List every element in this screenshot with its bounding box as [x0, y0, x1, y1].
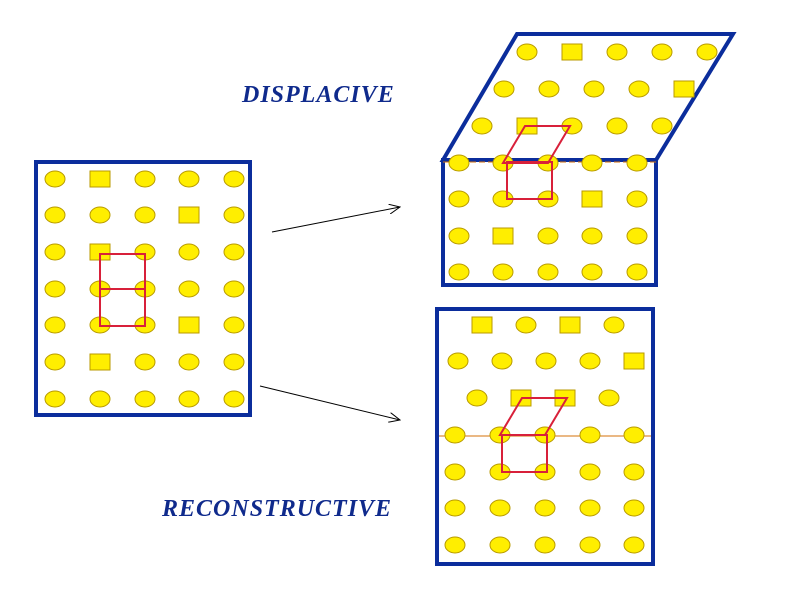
- round-atom: [579, 499, 601, 517]
- round-atom: [223, 280, 245, 298]
- square-atom: [559, 316, 581, 334]
- round-atom: [489, 536, 511, 554]
- round-atom: [44, 353, 66, 371]
- round-atom: [583, 80, 605, 98]
- round-atom: [178, 280, 200, 298]
- arrow-to-displacive: [271, 207, 400, 233]
- round-atom: [444, 463, 466, 481]
- round-atom: [491, 352, 513, 370]
- round-atom: [581, 227, 603, 245]
- round-atom: [134, 206, 156, 224]
- round-atom: [579, 536, 601, 554]
- square-atom: [623, 352, 645, 370]
- round-atom: [178, 243, 200, 261]
- round-atom: [223, 243, 245, 261]
- arrow-to-reconstructive: [259, 385, 400, 420]
- round-atom: [534, 536, 556, 554]
- round-atom: [538, 80, 560, 98]
- round-atom: [579, 352, 601, 370]
- square-atom: [492, 227, 514, 245]
- round-atom: [223, 390, 245, 408]
- round-atom: [134, 353, 156, 371]
- square-atom: [561, 43, 583, 61]
- reconstructive-lower-cell: [501, 434, 548, 473]
- round-atom: [628, 80, 650, 98]
- reconstructive-label: RECONSTRUCTIVE: [162, 496, 393, 522]
- round-atom: [223, 353, 245, 371]
- round-atom: [623, 463, 645, 481]
- round-atom: [623, 536, 645, 554]
- square-atom: [471, 316, 493, 334]
- square-atom: [89, 353, 111, 371]
- round-atom: [44, 316, 66, 334]
- round-atom: [651, 117, 673, 135]
- round-atom: [651, 43, 673, 61]
- round-atom: [492, 263, 514, 281]
- original-lattice-frame: [34, 160, 252, 417]
- round-atom: [626, 190, 648, 208]
- round-atom: [444, 536, 466, 554]
- round-atom: [696, 43, 718, 61]
- round-atom: [44, 243, 66, 261]
- round-atom: [606, 43, 628, 61]
- displacive-lower-cell: [506, 161, 553, 200]
- round-atom: [623, 426, 645, 444]
- round-atom: [623, 499, 645, 517]
- round-atom: [535, 352, 557, 370]
- round-atom: [444, 426, 466, 444]
- round-atom: [471, 117, 493, 135]
- round-atom: [223, 316, 245, 334]
- round-atom: [448, 227, 470, 245]
- round-atom: [448, 190, 470, 208]
- square-atom: [581, 190, 603, 208]
- round-atom: [581, 154, 603, 172]
- round-atom: [515, 316, 537, 334]
- round-atom: [493, 80, 515, 98]
- round-atom: [134, 390, 156, 408]
- round-atom: [537, 227, 559, 245]
- round-atom: [579, 426, 601, 444]
- round-atom: [537, 263, 559, 281]
- round-atom: [223, 170, 245, 188]
- round-atom: [466, 389, 488, 407]
- round-atom: [178, 353, 200, 371]
- round-atom: [44, 280, 66, 298]
- round-atom: [178, 170, 200, 188]
- round-atom: [89, 206, 111, 224]
- round-atom: [579, 463, 601, 481]
- round-atom: [447, 352, 469, 370]
- round-atom: [626, 154, 648, 172]
- round-atom: [603, 316, 625, 334]
- round-atom: [598, 389, 620, 407]
- round-atom: [626, 263, 648, 281]
- square-atom: [178, 206, 200, 224]
- round-atom: [44, 390, 66, 408]
- round-atom: [223, 206, 245, 224]
- round-atom: [581, 263, 603, 281]
- reconstructive-frame: [435, 307, 655, 566]
- round-atom: [516, 43, 538, 61]
- round-atom: [489, 499, 511, 517]
- round-atom: [534, 499, 556, 517]
- round-atom: [444, 499, 466, 517]
- round-atom: [448, 263, 470, 281]
- round-atom: [448, 154, 470, 172]
- displacive-label: DISPLACIVE: [242, 82, 395, 108]
- round-atom: [606, 117, 628, 135]
- round-atom: [626, 227, 648, 245]
- round-atom: [178, 390, 200, 408]
- square-atom: [178, 316, 200, 334]
- round-atom: [134, 170, 156, 188]
- square-atom: [89, 170, 111, 188]
- round-atom: [44, 206, 66, 224]
- round-atom: [44, 170, 66, 188]
- round-atom: [89, 390, 111, 408]
- square-atom: [673, 80, 695, 98]
